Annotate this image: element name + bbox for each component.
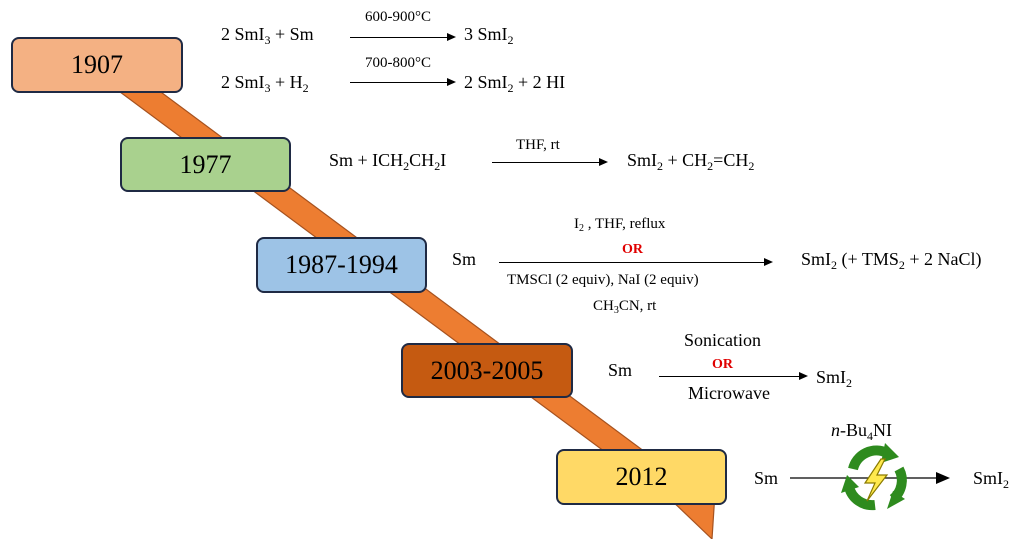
reaction-1907a-product: 3 SmI2 xyxy=(464,24,514,47)
reaction-1987-condition-top: I2 , THF, reflux xyxy=(574,216,666,234)
reaction-1907a-arrow xyxy=(350,33,456,41)
reaction-1907b-condition: 700-800°C xyxy=(365,55,431,71)
year-box-2003-2005: 2003-2005 xyxy=(401,343,573,398)
reaction-2003-or: OR xyxy=(712,357,733,372)
reaction-2012-condition: n-Bu4NI xyxy=(831,420,892,443)
reaction-1907b-reactants: 2 SmI3 + H2 xyxy=(221,72,309,95)
reaction-1977-reactants: Sm + ICH2CH2I xyxy=(329,150,447,173)
reaction-1907a-condition: 600-900°C xyxy=(365,9,431,25)
lightning-icon xyxy=(863,458,889,502)
reaction-1987-condition-bottom: TMSCl (2 equiv), NaI (2 equiv) xyxy=(507,272,699,288)
reaction-1977-product: SmI2 + CH2=CH2 xyxy=(627,150,755,173)
reaction-2003-product: SmI2 xyxy=(816,367,853,390)
year-label-1987-1994: 1987-1994 xyxy=(285,250,398,279)
reaction-2003-reactant: Sm xyxy=(608,360,633,380)
reaction-2003-condition-top: Sonication xyxy=(684,330,761,350)
reaction-1907a-reactants: 2 SmI3 + Sm xyxy=(221,24,314,47)
reaction-2012-reactant: Sm xyxy=(754,468,779,488)
reaction-1987-reactant: Sm xyxy=(452,249,477,269)
year-box-1977: 1977 xyxy=(120,137,291,192)
reaction-1987-or: OR xyxy=(622,242,643,257)
reaction-2012-arrow xyxy=(790,472,950,484)
year-box-1907: 1907 xyxy=(11,37,183,93)
year-label-1907: 1907 xyxy=(71,50,123,79)
recycle-icon xyxy=(841,443,907,511)
reaction-1907b-product: 2 SmI2 + 2 HI xyxy=(464,72,566,95)
reaction-2012-product: SmI2 xyxy=(973,468,1010,491)
year-label-2003-2005: 2003-2005 xyxy=(430,355,544,385)
year-box-1987-1994: 1987-1994 xyxy=(256,237,427,293)
reaction-1987-condition-bottom2: CH3CN, rt xyxy=(593,298,657,316)
reaction-1907b-arrow xyxy=(350,78,456,86)
reaction-1987-arrow xyxy=(499,258,773,266)
year-box-2012: 2012 xyxy=(556,449,727,505)
reaction-1977-arrow xyxy=(492,158,608,166)
year-label-2012: 2012 xyxy=(615,462,668,491)
reaction-1987-product: SmI2 (+ TMS2 + 2 NaCl) xyxy=(801,249,982,272)
year-label-1977: 1977 xyxy=(179,149,232,179)
reaction-1977-condition: THF, rt xyxy=(516,137,560,153)
reaction-2003-condition-bottom: Microwave xyxy=(688,383,770,403)
reaction-2003-arrow xyxy=(659,372,808,380)
